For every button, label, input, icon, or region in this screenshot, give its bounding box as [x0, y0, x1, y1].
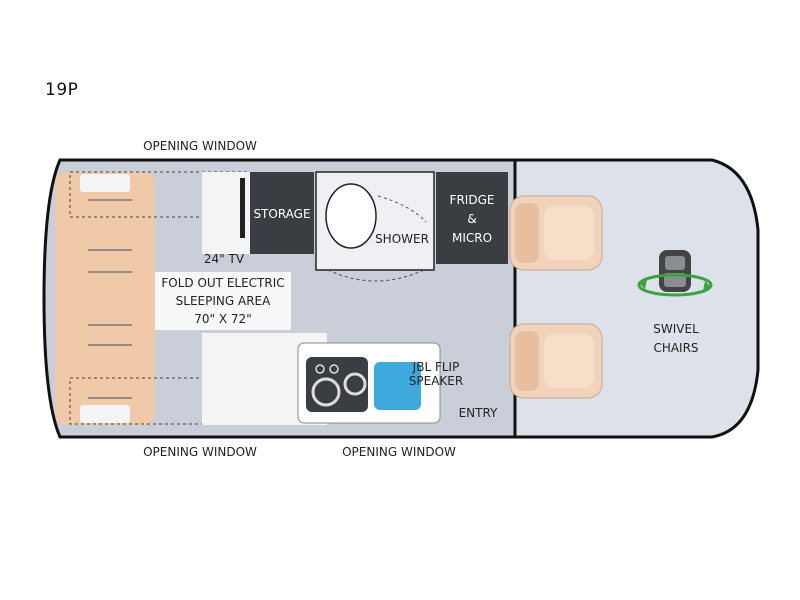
sleep-label-1: FOLD OUT ELECTRIC — [161, 276, 284, 290]
sleep-area-top — [69, 171, 251, 218]
bed-pillow-top — [80, 174, 130, 192]
tv-label: 24" TV — [204, 252, 245, 266]
swivel-label-2: CHAIRS — [653, 341, 698, 355]
swivel-chair-top — [509, 195, 603, 271]
entry-label: ENTRY — [459, 406, 498, 420]
speaker-label-1: JBL FLIP — [412, 360, 460, 374]
rear-bed — [55, 172, 155, 425]
burner-small-2 — [329, 364, 339, 374]
storage-label: STORAGE — [253, 207, 310, 221]
swivel-label-1: SWIVEL — [653, 322, 699, 336]
fridge-micro-cabinet — [436, 172, 508, 264]
swivel-chair-bottom — [509, 323, 603, 399]
window-label-bottom-right: OPENING WINDOW — [342, 445, 456, 459]
fridge-label: FRIDGE — [450, 193, 495, 207]
swivel-seat-icon — [637, 250, 713, 297]
bed-pillow-bottom — [80, 405, 130, 423]
sleep-label-2: SLEEPING AREA — [176, 294, 271, 308]
fridge-amp-label: & — [467, 212, 476, 226]
speaker-label-2: SPEAKER — [409, 374, 463, 388]
shower-label: SHOWER — [375, 232, 429, 246]
window-label-top: OPENING WINDOW — [143, 139, 257, 153]
bed-slats — [88, 199, 132, 399]
micro-label: MICRO — [452, 231, 492, 245]
sink — [374, 362, 421, 410]
model-name: 19P — [45, 80, 79, 100]
bathroom-door — [327, 269, 425, 282]
sleep-label-bg — [155, 272, 291, 330]
toilet — [325, 183, 377, 249]
window-label-bottom-left: OPENING WINDOW — [143, 445, 257, 459]
storage-cabinet — [250, 172, 314, 254]
tv-screen — [240, 178, 245, 238]
burner-right — [343, 372, 367, 396]
sleep-label-3: 70" X 72" — [194, 312, 251, 326]
burner-large — [311, 377, 341, 407]
shower-curtain — [377, 195, 427, 223]
burner-small-1 — [315, 364, 325, 374]
